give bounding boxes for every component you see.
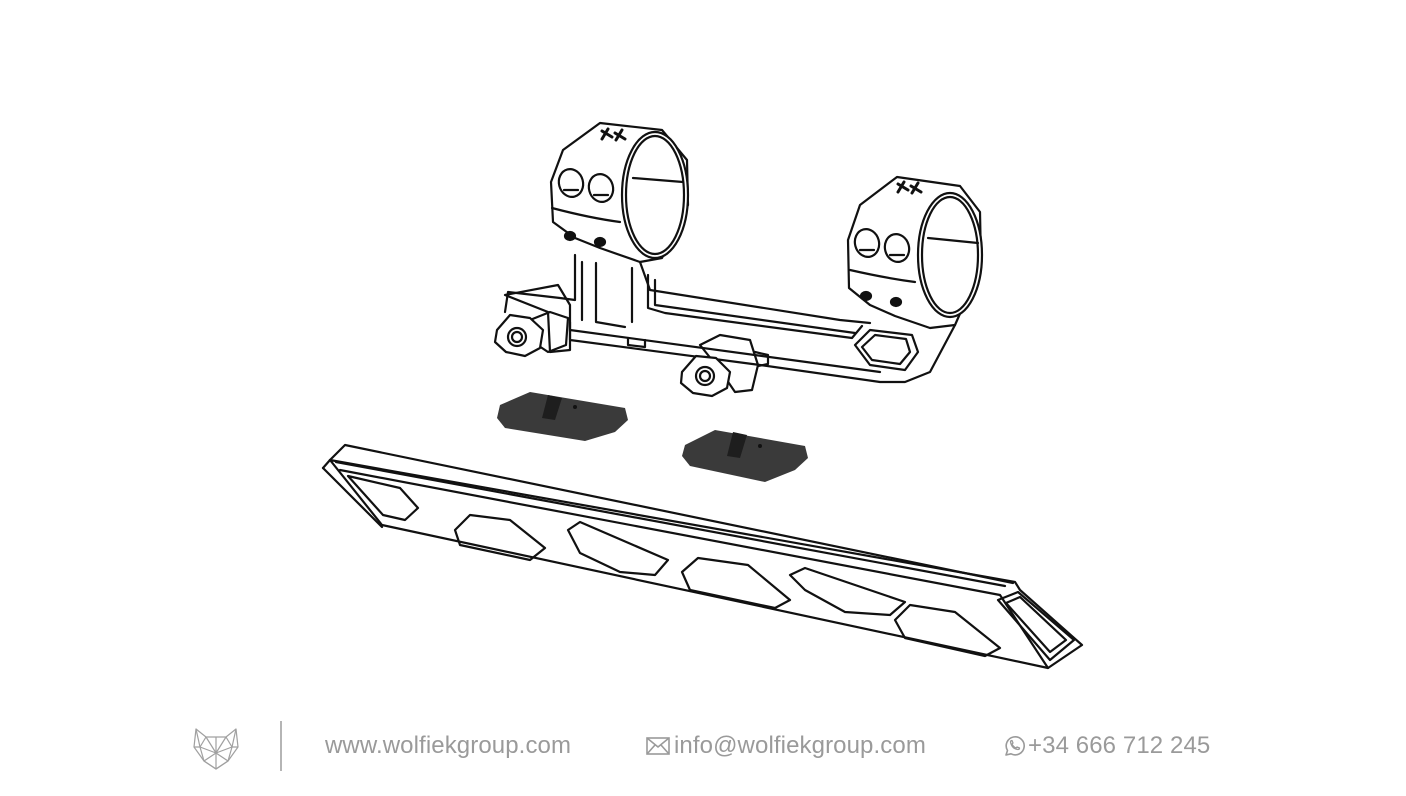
rail-adapter-right — [682, 430, 808, 482]
whatsapp-icon — [1005, 736, 1025, 756]
email-contact[interactable]: info@wolfiekgroup.com — [646, 731, 926, 761]
website-link[interactable]: www.wolfiekgroup.com — [325, 732, 572, 759]
footer: www.wolfiekgroup.com info@wolfiekgroup.c… — [0, 715, 1406, 775]
base-rail — [321, 443, 1084, 670]
phone-contact[interactable]: +34 666 712 245 — [1002, 731, 1210, 761]
rail-adapter-left — [497, 392, 628, 441]
scope-mount-rings — [493, 121, 984, 398]
envelope-icon — [646, 737, 670, 755]
footer-divider — [280, 721, 282, 771]
rail-adapters — [497, 392, 808, 482]
wolf-head-logo — [193, 728, 239, 770]
email-text: info@wolfiekgroup.com — [674, 732, 926, 759]
phone-text: +34 666 712 245 — [1028, 732, 1211, 759]
